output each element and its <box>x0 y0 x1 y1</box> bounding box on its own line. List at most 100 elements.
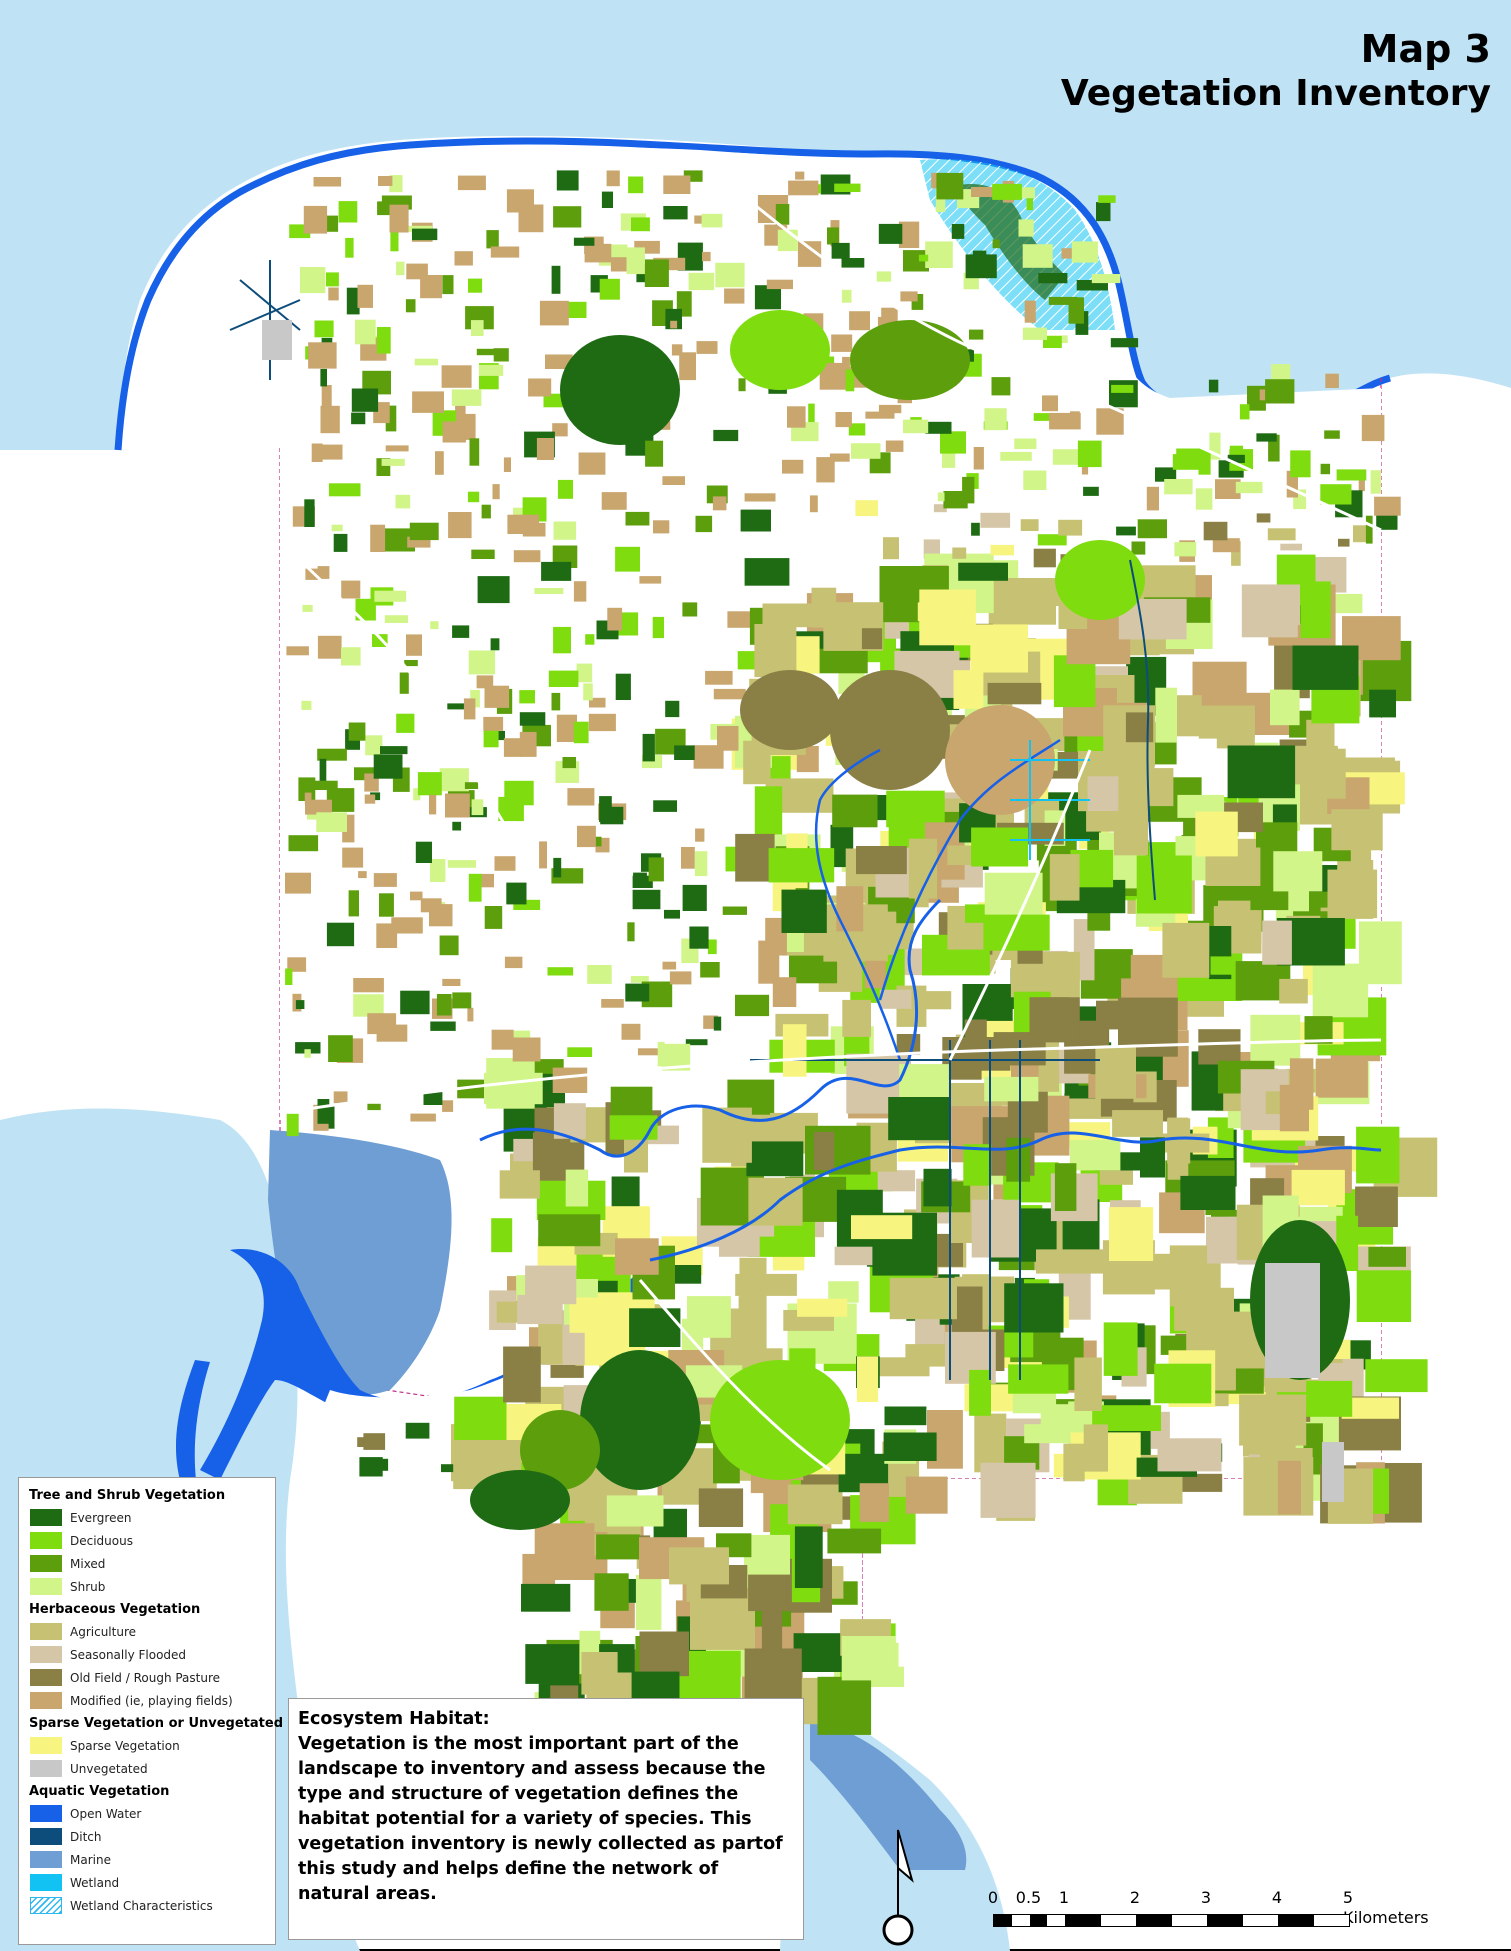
vegetation-patch <box>439 935 459 956</box>
habitat-title: Ecosystem Habitat: <box>298 1709 490 1729</box>
vegetation-patch <box>552 423 568 437</box>
vegetation-patch <box>1235 481 1263 494</box>
vegetation-patch <box>348 722 366 741</box>
vegetation-patch <box>1332 593 1363 614</box>
vegetation-patch <box>405 299 416 313</box>
vegetation-patch <box>766 279 793 290</box>
legend-item: Wetland Characteristics <box>30 1894 269 1917</box>
map-title-line1: Map 3 <box>1360 27 1491 71</box>
vegetation-patch <box>831 242 850 259</box>
vegetation-patch <box>429 794 437 815</box>
vegetation-patch <box>829 453 850 462</box>
vegetation-patch <box>918 254 929 262</box>
vegetation-patch <box>567 1047 593 1057</box>
vegetation-patch <box>782 459 804 474</box>
vegetation-patch <box>328 483 361 497</box>
vegetation-patch <box>674 745 695 760</box>
habitat-body: Vegetation is the most important part of… <box>298 1734 783 1904</box>
vegetation-patch <box>879 989 912 1009</box>
vegetation-patch <box>971 827 1029 867</box>
vegetation-patch <box>746 1141 804 1177</box>
vegetation-patch <box>832 794 878 828</box>
vegetation-patch <box>1172 454 1204 470</box>
vegetation-patch <box>797 241 822 267</box>
vegetation-patch <box>685 1039 708 1046</box>
vegetation-patch <box>317 566 330 579</box>
legend-item: Ditch <box>30 1825 269 1848</box>
vegetation-patch <box>727 611 753 628</box>
vegetation-patch <box>984 408 1007 431</box>
vegetation-patch <box>564 301 587 318</box>
legend-label: Deciduous <box>70 1533 133 1548</box>
scale-tick-label: 5 <box>1342 1888 1354 1907</box>
vegetation-patch <box>1157 1438 1222 1472</box>
vegetation-patch <box>452 821 462 831</box>
vegetation-patch <box>573 237 595 246</box>
north-arrow-icon <box>882 1829 914 1946</box>
vegetation-patch <box>521 1583 571 1612</box>
vegetation-patch <box>1269 584 1300 626</box>
vegetation-cluster <box>730 310 830 390</box>
vegetation-patch <box>534 1523 595 1580</box>
vegetation-patch <box>663 206 688 220</box>
vegetation-patch <box>644 259 669 287</box>
vegetation-patch <box>971 187 998 197</box>
vegetation-patch <box>436 994 452 1016</box>
vegetation-patch <box>859 1483 889 1522</box>
vegetation-patch <box>1024 1424 1086 1444</box>
legend-swatch <box>30 1646 62 1663</box>
legend-label: Wetland Characteristics <box>70 1898 213 1913</box>
vegetation-patch <box>539 300 569 326</box>
vegetation-patch <box>665 308 682 330</box>
vegetation-patch <box>1023 470 1047 490</box>
vegetation-patch <box>744 558 790 586</box>
vegetation-cluster <box>520 1410 600 1490</box>
vegetation-patch <box>1120 634 1160 656</box>
vegetation-patch <box>547 967 574 976</box>
vegetation-patch <box>772 977 797 1007</box>
vegetation-patch <box>328 1035 353 1062</box>
vegetation-patch <box>610 1086 653 1120</box>
vegetation-patch <box>317 635 342 659</box>
vegetation-patch <box>952 547 967 559</box>
scale-segment <box>1011 1915 1030 1926</box>
vegetation-patch <box>541 561 572 581</box>
vegetation-patch <box>695 828 705 842</box>
vegetation-patch <box>319 758 327 782</box>
vegetation-patch <box>285 872 311 894</box>
vegetation-patch <box>679 352 696 381</box>
legend-item: Old Field / Rough Pasture <box>30 1666 269 1689</box>
vegetation-patch <box>441 365 472 388</box>
vegetation-patch <box>851 1215 913 1240</box>
vegetation-patch <box>653 520 670 534</box>
vegetation-patch <box>328 287 339 301</box>
vegetation-patch <box>698 1488 744 1527</box>
vegetation-patch <box>1336 469 1367 481</box>
vegetation-patch <box>519 712 546 726</box>
vegetation-patch <box>545 354 573 369</box>
vegetation-patch <box>601 492 627 510</box>
vegetation-patch <box>980 512 1011 528</box>
vegetation-patch <box>410 1113 436 1122</box>
vegetation-patch <box>1203 521 1228 541</box>
vegetation-patch <box>715 262 745 288</box>
vegetation-patch <box>1146 486 1159 511</box>
vegetation-patch <box>452 625 470 638</box>
legend-swatch <box>30 1828 62 1845</box>
vegetation-patch <box>828 1281 859 1303</box>
vegetation-patch <box>671 344 683 356</box>
legend-swatch <box>30 1760 62 1777</box>
vegetation-patch <box>663 175 691 194</box>
vegetation-patch <box>300 267 326 294</box>
vegetation-patch <box>553 857 562 878</box>
legend-group-title: Sparse Vegetation or Unvegetated <box>29 1716 284 1731</box>
vegetation-cluster <box>710 1360 850 1480</box>
vegetation-patch <box>1239 1394 1307 1446</box>
vegetation-patch <box>468 278 483 293</box>
vegetation-patch <box>817 1676 872 1735</box>
vegetation-patch <box>936 172 964 200</box>
vegetation-patch <box>856 846 907 875</box>
vegetation-patch <box>694 851 708 877</box>
vegetation-patch <box>565 1169 589 1207</box>
